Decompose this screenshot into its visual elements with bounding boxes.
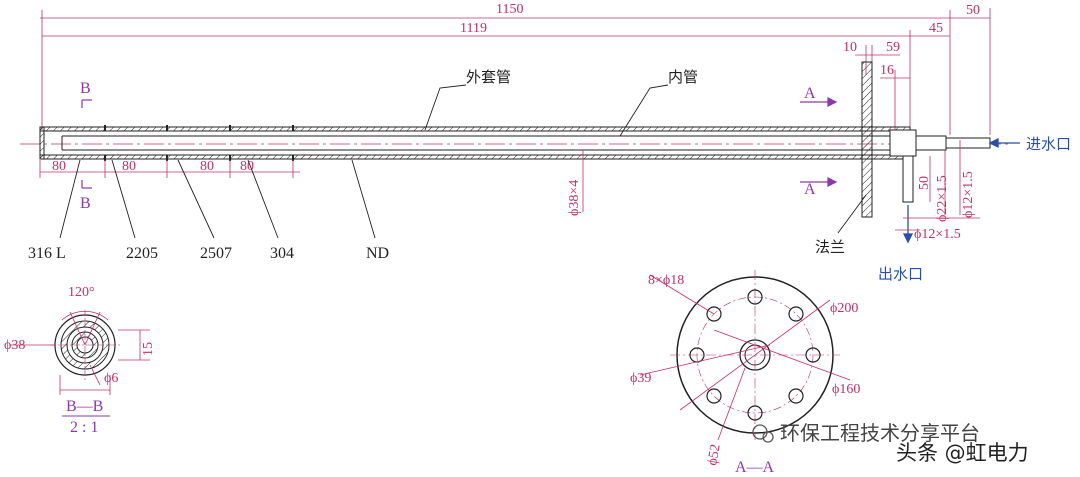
- dim-outer-dia: ϕ12×1.5: [961, 171, 976, 218]
- dim-overall: 1150: [496, 2, 523, 17]
- top-dimensions: [40, 8, 991, 135]
- inlet-label: 进水口: [1026, 135, 1071, 153]
- flange-view: [639, 270, 851, 441]
- section-b-top: B: [80, 80, 91, 97]
- dim-10: 10: [843, 40, 857, 55]
- flange-label: 法兰: [815, 238, 845, 256]
- section-bb-view: [10, 310, 150, 395]
- dim-sec-15: 15: [141, 342, 156, 356]
- right-dims: [895, 140, 980, 231]
- watermark-author: 头条 @虹电力: [896, 441, 1029, 465]
- section-bb-scale: 2 : 1: [70, 419, 98, 436]
- dim-inlet-dia: ϕ22×1.5: [935, 175, 950, 222]
- dim-59: 59: [886, 40, 900, 55]
- dim-seg3: 80: [200, 159, 214, 174]
- flange-body: [861, 61, 873, 218]
- dim-sec-hole: ϕ6: [104, 371, 118, 386]
- main-pipe: [20, 61, 1010, 218]
- material-2205: 2205: [126, 245, 158, 262]
- inner-pipe-label: 内管: [668, 68, 698, 86]
- dim-45: 45: [929, 21, 943, 36]
- leader-lines: [59, 84, 867, 239]
- dim-outlet-dia: ϕ12×1.5: [914, 227, 961, 242]
- dim-fl-200: ϕ200: [830, 301, 858, 316]
- section-aa-title: A—A: [735, 459, 775, 476]
- watermark: [752, 424, 774, 443]
- outer-sleeve-label: 外套管: [466, 68, 511, 86]
- section-b-bottom: B: [80, 195, 91, 212]
- dim-16: 16: [880, 63, 894, 78]
- section-a-bottom: A: [804, 181, 816, 198]
- dim-fl-52: ϕ52: [705, 443, 723, 467]
- dim-seg2: 80: [122, 159, 136, 174]
- dim-50-vertical: 50: [917, 176, 932, 190]
- dim-seg4: 80: [240, 159, 254, 174]
- dim-inner-length: 1119: [460, 21, 487, 36]
- dim-sec-dia: ϕ38: [4, 338, 25, 353]
- dim-sec-angle: 120°: [68, 285, 95, 300]
- watermark-platform: 环保工程技术分享平台: [780, 421, 980, 445]
- section-bb-title: B—B: [66, 398, 103, 415]
- dim-fl-160: ϕ160: [832, 382, 860, 397]
- dim-fl-39: ϕ39: [630, 371, 651, 386]
- section-a-top: A: [804, 85, 816, 102]
- dim-50: 50: [966, 3, 980, 18]
- material-304: 304: [270, 245, 294, 262]
- dim-pipe-dia: ϕ38×4: [567, 180, 582, 216]
- material-2507: 2507: [200, 245, 232, 262]
- section-mark-arrows: [81, 97, 838, 189]
- outlet-label: 出水口: [878, 265, 923, 283]
- flow-arrows: [902, 137, 1020, 244]
- dim-seg1: 80: [52, 159, 66, 174]
- segment-dims: [39, 160, 300, 178]
- dim-fl-holes: 8×ϕ18: [648, 273, 684, 288]
- material-316l: 316 L: [28, 245, 66, 262]
- material-nd: ND: [366, 245, 389, 262]
